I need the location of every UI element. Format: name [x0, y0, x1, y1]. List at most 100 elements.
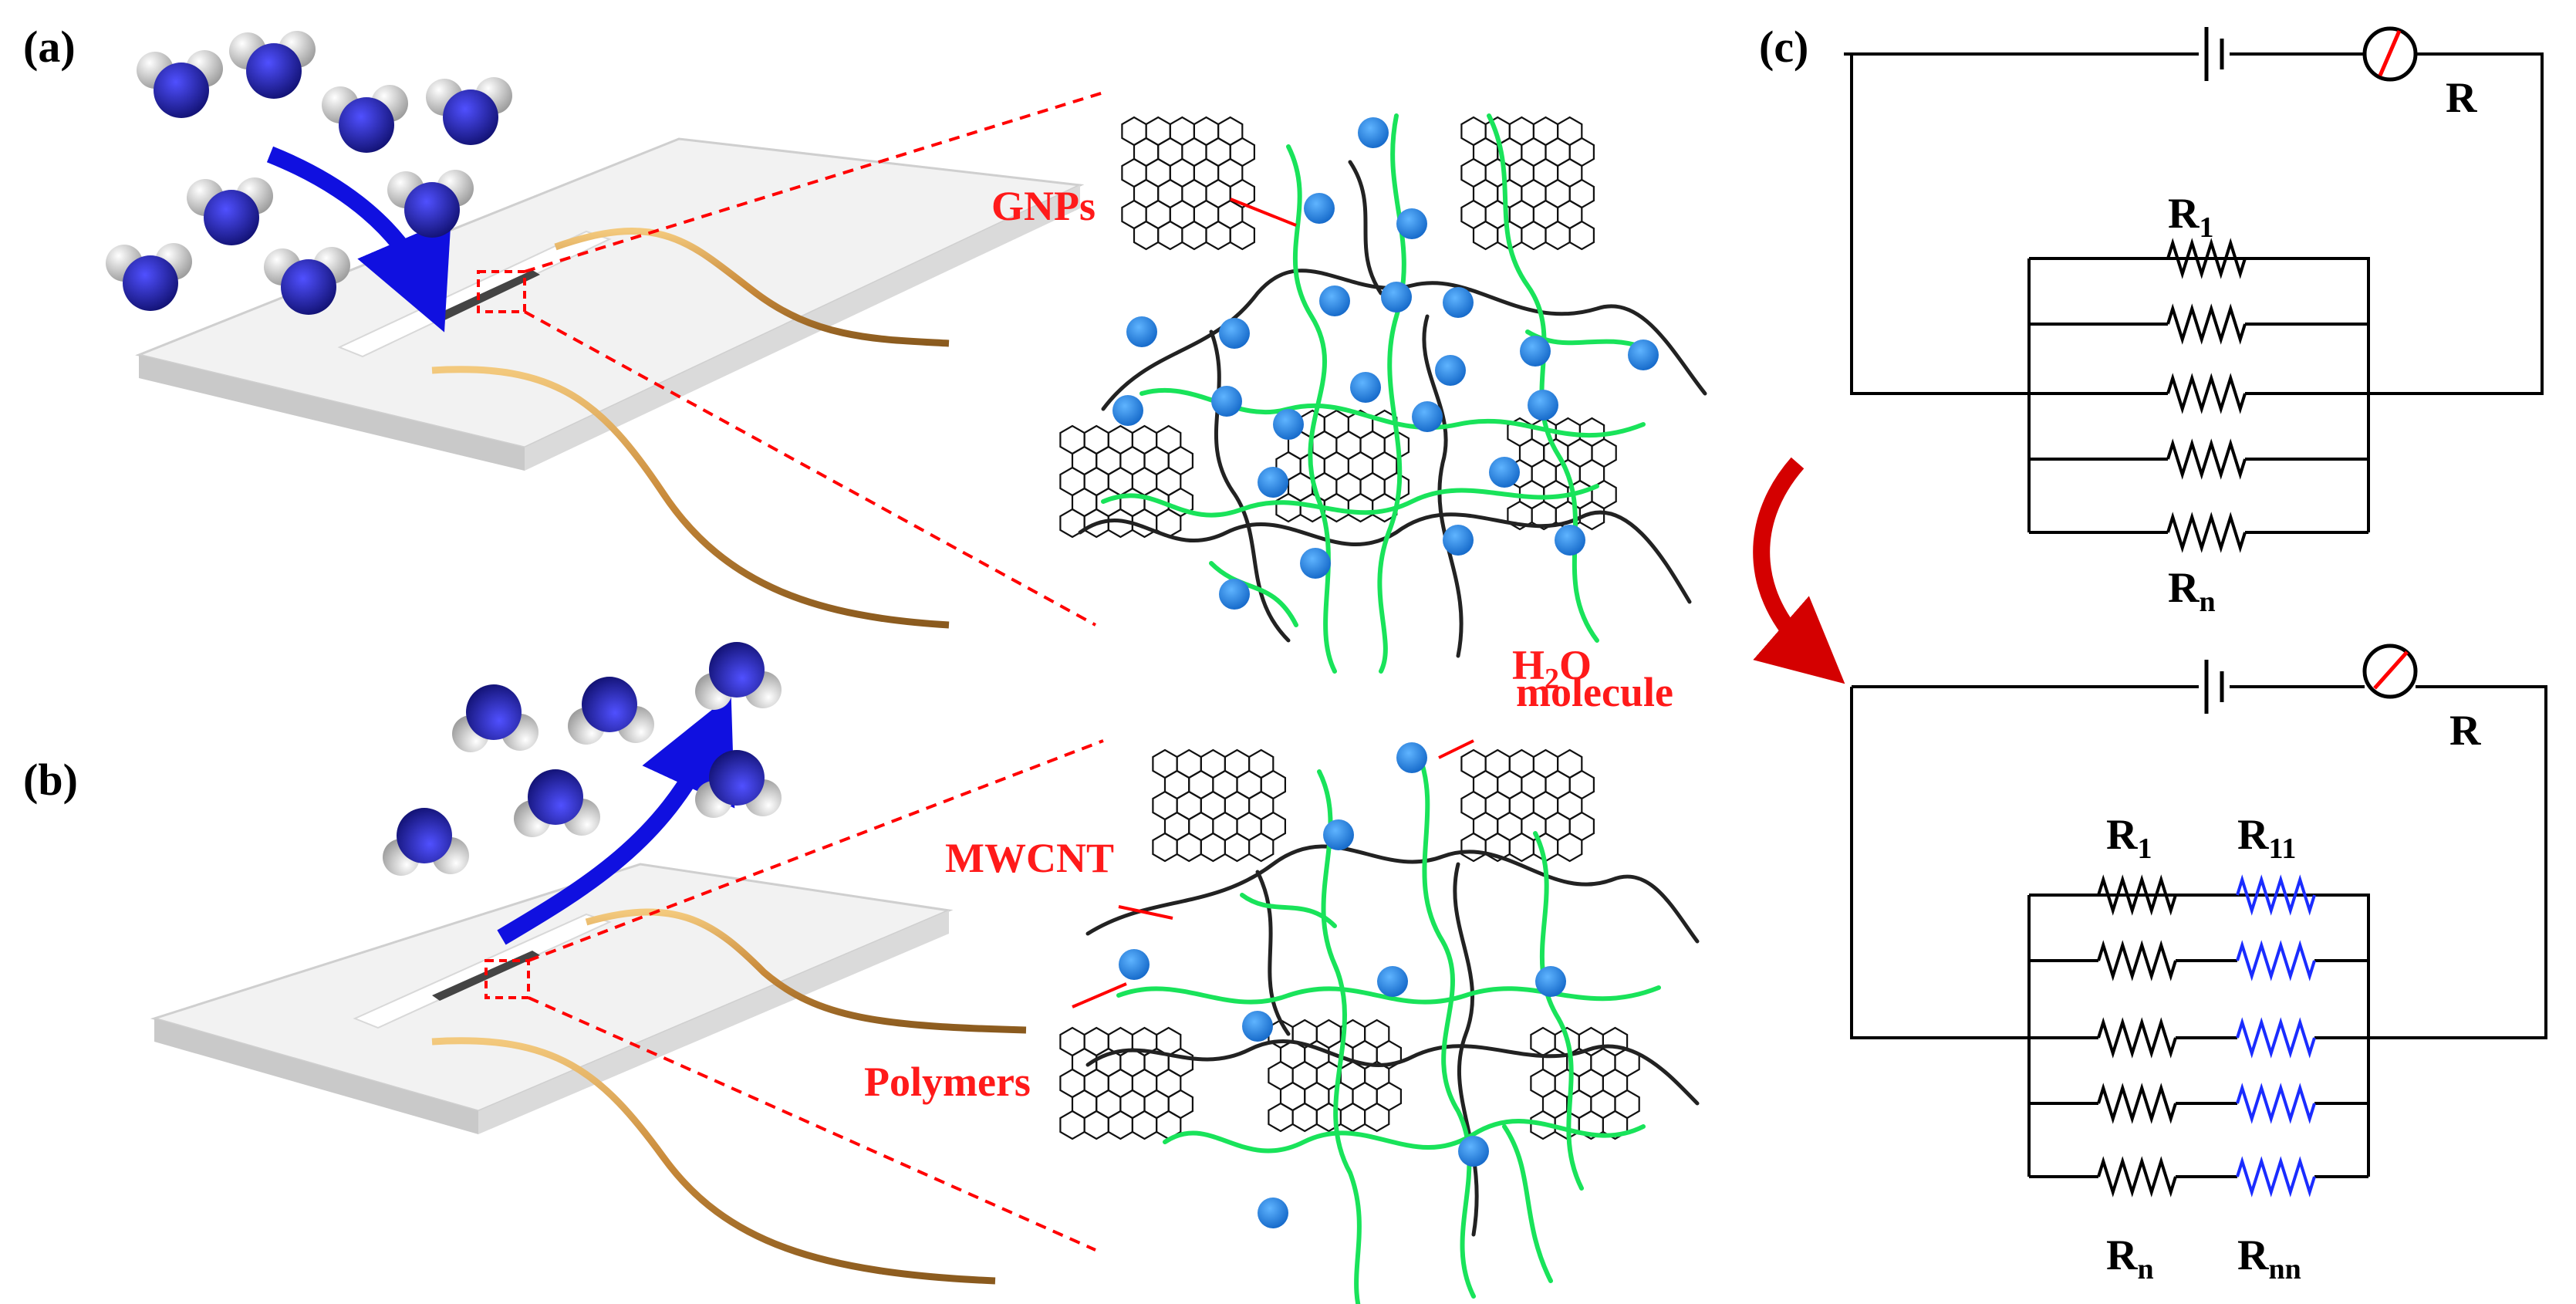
- panel-label-b: (b): [23, 755, 78, 805]
- water-molecule: [322, 85, 408, 153]
- graphene-hexagon: [1521, 220, 1547, 251]
- graphene-sheet: [1530, 1026, 1640, 1140]
- resistor-icon: [2097, 1017, 2177, 1059]
- graphene-sheet: [1152, 748, 1286, 863]
- water-molecule: [264, 247, 350, 315]
- h2o-label-main: H: [1512, 642, 1545, 688]
- desorption-arrow: [497, 694, 735, 945]
- resistor-icon: [2097, 1083, 2177, 1124]
- resistor-label-rn-bottom: Rn: [2106, 1231, 2154, 1285]
- water-dot: [1396, 742, 1427, 773]
- zoom-box-a: [477, 270, 526, 313]
- resistor-icon: [2166, 438, 2247, 480]
- resistor-label-rnn-bottom: Rnn: [2237, 1231, 2301, 1285]
- graphene-hexagon: [1133, 220, 1160, 251]
- label-sub: nn: [2268, 1253, 2301, 1285]
- graphene-hexagon: [1568, 220, 1595, 251]
- series-resistor-icon: [2236, 1083, 2316, 1124]
- label-main: R: [2106, 811, 2138, 859]
- zoom-line-b-top: [528, 739, 1104, 962]
- h2o-label-end: O: [1559, 642, 1592, 688]
- graphene-hexagon: [1339, 1102, 1366, 1133]
- water-dot: [1211, 386, 1242, 417]
- transition-arrow: [1753, 457, 1845, 684]
- graphene-hexagon: [1152, 832, 1178, 863]
- graphene-hexagon: [1205, 220, 1231, 251]
- graphene-hexagon: [1347, 492, 1374, 523]
- label-main: R: [2237, 1231, 2269, 1279]
- graphene-hexagon: [1291, 1102, 1318, 1133]
- resistor-icon: [2097, 940, 2177, 981]
- water-molecule: [187, 177, 273, 245]
- resistor-icon: [2166, 512, 2247, 553]
- nanocomposite-zoom-a: [1059, 113, 1707, 674]
- label-sub: n: [2137, 1253, 2153, 1285]
- label-main: R: [2237, 811, 2269, 859]
- water-molecule: [695, 750, 782, 818]
- h2o-label-sub: 2: [1545, 663, 1559, 695]
- polymers-pointer: [1072, 982, 1127, 1008]
- zoom-line-a-top: [524, 91, 1104, 273]
- graphene-sheet: [1121, 116, 1255, 251]
- graphene-hexagon: [1248, 832, 1274, 863]
- graphene-hexagon: [1156, 1110, 1182, 1140]
- water-dot: [1443, 525, 1474, 556]
- ohmmeter-needle: [2373, 650, 2409, 690]
- graphene-hexagon: [1176, 832, 1202, 863]
- graphene-sheet: [1059, 424, 1193, 539]
- graphene-sheet: [1059, 1026, 1193, 1140]
- graphene-hexagon: [1224, 832, 1251, 863]
- water-molecules-a: [106, 31, 512, 315]
- label-sub: 1: [2199, 211, 2213, 244]
- resistor-icon: [2166, 238, 2247, 279]
- label-sub: 11: [2268, 833, 2296, 865]
- water-dot: [1555, 525, 1585, 556]
- graphene-hexagon: [1472, 220, 1499, 251]
- graphene-hexagon: [1275, 492, 1302, 523]
- panel-label-c: (c): [1759, 22, 1808, 72]
- water-dot: [1119, 949, 1150, 980]
- water-dot: [1358, 117, 1389, 148]
- water-dot: [1300, 548, 1331, 579]
- gnps-label: GNPs: [991, 183, 1096, 229]
- water-dot: [1489, 457, 1520, 488]
- graphene-hexagon: [1107, 1110, 1134, 1140]
- graphene-sheet: [1460, 748, 1595, 863]
- water-dot: [1396, 208, 1427, 239]
- label-sub: 1: [2137, 833, 2152, 865]
- graphene-hexagon: [1364, 1102, 1390, 1133]
- gnps-pointer: [1230, 198, 1297, 227]
- water-dot: [1323, 819, 1354, 850]
- meter-label-bottom: R: [2449, 707, 2481, 755]
- water-dot: [1304, 193, 1335, 224]
- graphene-hexagon: [1059, 1110, 1085, 1140]
- resistor-icon: [2166, 373, 2247, 414]
- circuit-bottom: [1850, 644, 2547, 1198]
- series-resistor-icon: [2236, 874, 2316, 916]
- water-dot: [1258, 1198, 1288, 1228]
- graphene-hexagon: [1268, 1102, 1294, 1133]
- water-dot: [1219, 579, 1250, 610]
- series-resistor-icon: [2236, 940, 2316, 981]
- h2o-pointer: [1438, 739, 1474, 759]
- adsorption-arrow: [266, 146, 451, 333]
- water-dot: [1435, 355, 1466, 386]
- water-dot: [1242, 1011, 1273, 1042]
- resistor-icon: [2166, 303, 2247, 345]
- water-molecule: [137, 50, 223, 118]
- graphene-hexagon: [1556, 832, 1583, 863]
- water-molecule: [426, 77, 512, 145]
- water-dot: [1520, 336, 1551, 367]
- circuit-top: [1844, 26, 2544, 553]
- series-resistor-icon: [2236, 1017, 2316, 1059]
- zoom-line-b-bottom: [528, 996, 1096, 1252]
- water-dot: [1443, 287, 1474, 318]
- water-molecule: [695, 642, 782, 710]
- resistor-icon: [2097, 874, 2177, 916]
- graphene-hexagon: [1578, 500, 1605, 531]
- resistor-label-rn-top: Rn: [2168, 564, 2216, 618]
- water-molecule: [387, 170, 474, 238]
- graphene-hexagon: [1083, 1110, 1109, 1140]
- water-molecules-b: [383, 642, 782, 876]
- graphene-hexagon: [1508, 832, 1535, 863]
